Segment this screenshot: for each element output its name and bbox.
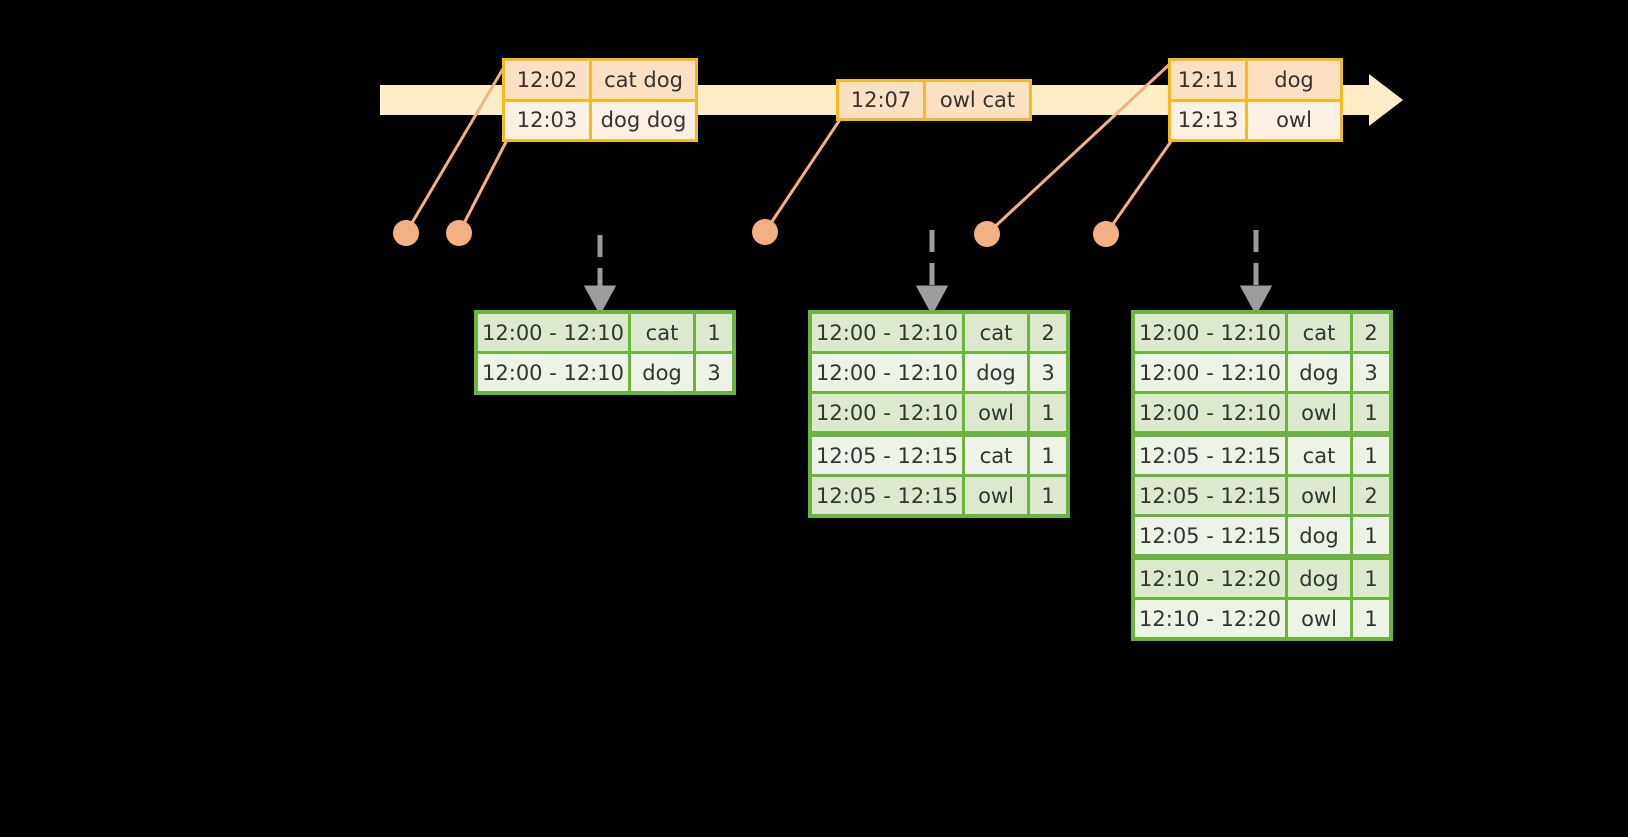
table-cell-word: dog bbox=[965, 354, 1030, 391]
table-cell-cnt: 1 bbox=[1353, 560, 1389, 597]
connector-dot-2 bbox=[446, 220, 472, 246]
event-box-1: 12:02 cat dog 12:03 dog dog bbox=[502, 58, 698, 142]
table-cell-cnt: 2 bbox=[1353, 477, 1389, 514]
table-cell-word: owl bbox=[1288, 600, 1353, 637]
table-cell-win: 12:00 - 12:10 bbox=[478, 354, 631, 391]
event-words: owl cat bbox=[926, 82, 1029, 118]
table-cell-cnt: 1 bbox=[1353, 600, 1389, 637]
event-row: 12:11 dog bbox=[1171, 61, 1340, 99]
event-time: 12:13 bbox=[1171, 101, 1248, 139]
event-row: 12:02 cat dog bbox=[505, 61, 695, 99]
table-cell-cnt: 3 bbox=[1030, 354, 1066, 391]
table-cell-win: 12:05 - 12:15 bbox=[1135, 517, 1288, 554]
table-cell-word: dog bbox=[1288, 517, 1353, 554]
table-cell-cnt: 3 bbox=[696, 354, 732, 391]
connector-dot-5 bbox=[1093, 221, 1119, 247]
table-cell-word: owl bbox=[965, 394, 1030, 431]
connector-dot-4 bbox=[974, 221, 1000, 247]
table-cell-word: cat bbox=[1288, 314, 1353, 351]
table-cell-word: cat bbox=[1288, 437, 1353, 474]
event-words: dog dog bbox=[592, 101, 695, 139]
event-time: 12:11 bbox=[1171, 61, 1248, 99]
table-cell-win: 12:10 - 12:20 bbox=[1135, 600, 1288, 637]
table-cell-word: owl bbox=[1288, 477, 1353, 514]
table-cell-win: 12:00 - 12:10 bbox=[812, 314, 965, 351]
table-cell-cnt: 2 bbox=[1030, 314, 1066, 351]
table-cell-win: 12:00 - 12:10 bbox=[1135, 314, 1288, 351]
table-cell-win: 12:05 - 12:15 bbox=[812, 437, 965, 474]
table-cell-cnt: 1 bbox=[1030, 477, 1066, 514]
event-row: 12:13 owl bbox=[1171, 98, 1340, 139]
event-row: 12:07 owl cat bbox=[839, 82, 1029, 118]
table-cell-win: 12:00 - 12:10 bbox=[812, 394, 965, 431]
table-cell-word: cat bbox=[631, 314, 696, 351]
table-cell-word: dog bbox=[1288, 354, 1353, 391]
table-cell-cnt: 1 bbox=[1030, 394, 1066, 431]
table-cell-cnt: 1 bbox=[1353, 517, 1389, 554]
table-cell-win: 12:00 - 12:10 bbox=[1135, 354, 1288, 391]
event-words: owl bbox=[1248, 101, 1340, 139]
table-cell-cnt: 1 bbox=[1030, 437, 1066, 474]
table-cell-win: 12:00 - 12:10 bbox=[478, 314, 631, 351]
table-cell-win: 12:05 - 12:15 bbox=[1135, 437, 1288, 474]
event-row: 12:03 dog dog bbox=[505, 98, 695, 139]
table-cell-word: owl bbox=[1288, 394, 1353, 431]
connector-dot-3 bbox=[752, 219, 778, 245]
table-cell-win: 12:10 - 12:20 bbox=[1135, 560, 1288, 597]
table-cell-word: dog bbox=[631, 354, 696, 391]
table-cell-word: cat bbox=[965, 437, 1030, 474]
event-words: cat dog bbox=[592, 61, 695, 99]
table-cell-cnt: 1 bbox=[696, 314, 732, 351]
event-box-3: 12:11 dog 12:13 owl bbox=[1168, 58, 1343, 142]
table-cell-cnt: 3 bbox=[1353, 354, 1389, 391]
event-time: 12:07 bbox=[839, 82, 926, 118]
table-cell-cnt: 1 bbox=[1353, 394, 1389, 431]
event-box-2: 12:07 owl cat bbox=[836, 79, 1032, 121]
table-cell-word: cat bbox=[965, 314, 1030, 351]
table-cell-cnt: 2 bbox=[1353, 314, 1389, 351]
table-cell-word: owl bbox=[965, 477, 1030, 514]
table-cell-win: 12:05 - 12:15 bbox=[812, 477, 965, 514]
connector-dot-1 bbox=[393, 220, 419, 246]
event-time: 12:03 bbox=[505, 101, 592, 139]
table-cell-win: 12:00 - 12:10 bbox=[1135, 394, 1288, 431]
table-cell-cnt: 1 bbox=[1353, 437, 1389, 474]
event-words: dog bbox=[1248, 61, 1340, 99]
table-cell-win: 12:00 - 12:10 bbox=[812, 354, 965, 391]
event-time: 12:02 bbox=[505, 61, 592, 99]
table-cell-word: dog bbox=[1288, 560, 1353, 597]
table-cell-win: 12:05 - 12:15 bbox=[1135, 477, 1288, 514]
timeline-arrowhead-icon bbox=[1369, 74, 1403, 126]
